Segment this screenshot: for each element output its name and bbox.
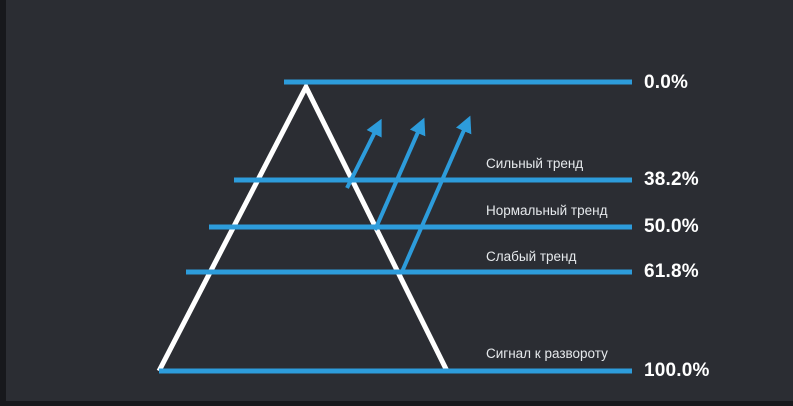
level-label-normal-trend: Нормальный тренд bbox=[486, 203, 608, 218]
trend-arrow-2 bbox=[373, 117, 426, 231]
level-percent-500: 50.0% bbox=[644, 216, 699, 237]
window-edge-left bbox=[0, 0, 6, 406]
level-percent-382: 38.2% bbox=[644, 169, 699, 190]
price-peak-triangle bbox=[156, 81, 450, 373]
level-label-weak-trend: Слабый тренд bbox=[486, 249, 577, 264]
level-percent-1000: 100.0% bbox=[644, 360, 710, 381]
level-percent-0: 0.0% bbox=[644, 72, 689, 93]
window-edge-bottom bbox=[0, 401, 793, 406]
trend-arrow-3 bbox=[399, 115, 472, 275]
level-percent-618: 61.8% bbox=[644, 261, 699, 282]
level-label-strong-trend: Сильный тренд bbox=[486, 156, 584, 171]
trend-arrow-1 bbox=[345, 118, 382, 189]
level-label-reversal-signal: Сигнал к развороту bbox=[486, 346, 608, 361]
